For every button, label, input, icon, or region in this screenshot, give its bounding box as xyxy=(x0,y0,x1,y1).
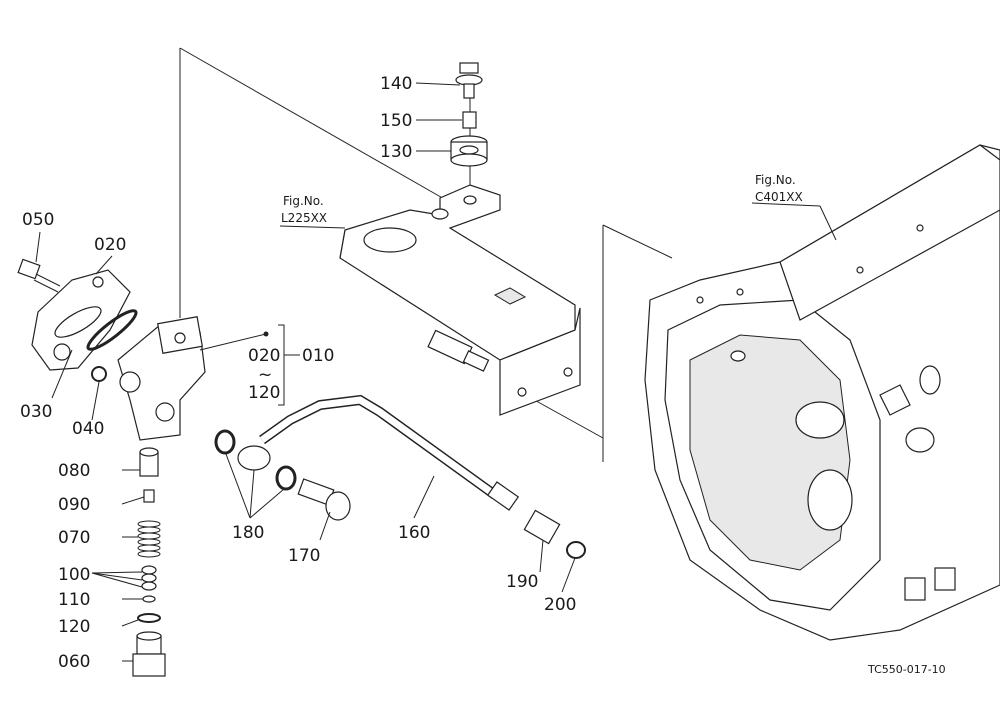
callout-140: 140 xyxy=(380,74,412,94)
callout-090: 090 xyxy=(58,495,90,515)
fig-ref-right-caption: Fig.No. xyxy=(755,173,796,187)
callout-080: 080 xyxy=(58,461,90,481)
callout-100: 100 xyxy=(58,565,90,585)
callout-160: 160 xyxy=(398,523,430,543)
spring-070 xyxy=(137,520,161,558)
valve-assembly xyxy=(17,258,206,677)
callout-labels: 140 150 130 050 020 030 040 020 ~ 120 01… xyxy=(20,74,576,672)
callout-120-range-end: 120 xyxy=(248,383,280,403)
callout-010: 010 xyxy=(302,346,334,366)
callout-range-tilde: ~ xyxy=(258,365,272,385)
mounting-bracket xyxy=(339,184,581,416)
callout-020: 020 xyxy=(94,235,126,255)
callout-170: 170 xyxy=(288,546,320,566)
fig-ref-left-caption: Fig.No. xyxy=(283,194,324,208)
top-fasteners xyxy=(450,62,488,167)
pipe-assembly xyxy=(214,394,586,559)
callout-120: 120 xyxy=(58,617,90,637)
figure-references: Fig.No. L225XX Fig.No. C401XX xyxy=(281,173,803,225)
callout-110: 110 xyxy=(58,590,90,610)
callout-070: 070 xyxy=(58,528,90,548)
callout-030: 030 xyxy=(20,402,52,422)
fig-ref-right-code: C401XX xyxy=(755,190,803,204)
callout-150: 150 xyxy=(380,111,412,131)
leader-lines xyxy=(35,82,837,662)
callout-200: 200 xyxy=(544,595,576,615)
callout-040: 040 xyxy=(72,419,104,439)
callout-130: 130 xyxy=(380,142,412,162)
callout-190: 190 xyxy=(506,572,538,592)
transmission-case xyxy=(644,144,1000,641)
callout-180: 180 xyxy=(232,523,264,543)
callout-020-range-start: 020 xyxy=(248,346,280,366)
callout-060: 060 xyxy=(58,652,90,672)
callout-050: 050 xyxy=(22,210,54,230)
fig-ref-left-code: L225XX xyxy=(281,211,327,225)
drawing-code: TC550-017-10 xyxy=(867,663,946,676)
